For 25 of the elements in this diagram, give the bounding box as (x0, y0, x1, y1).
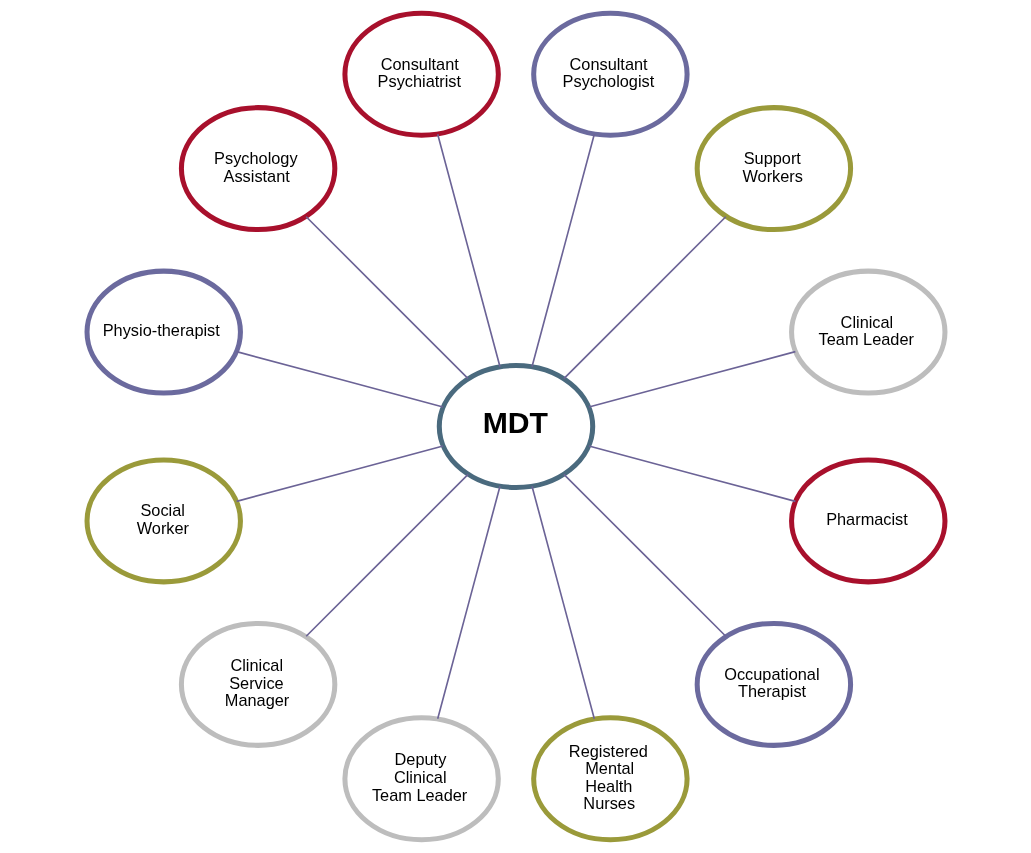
node-ellipse: Deputy Clinical Team Leader (341, 715, 501, 843)
connector (562, 215, 727, 380)
node-ellipse: Social Worker (84, 457, 243, 585)
connector (304, 215, 469, 380)
node-ellipse: MDT (436, 363, 595, 490)
connector (436, 133, 501, 368)
connector (304, 473, 469, 638)
connector (235, 350, 444, 408)
node-ellipse: Occupational Therapist (694, 620, 853, 748)
node-ellipse: Psychology Assistant (178, 105, 337, 233)
connector (587, 445, 796, 503)
connector (562, 473, 727, 638)
connector (530, 485, 595, 720)
node-ellipse: Pharmacist (788, 457, 947, 585)
node-ellipse: Clinical Team Leader (788, 268, 947, 396)
node-ellipse: Consultant Psychiatrist (341, 10, 501, 138)
node-ellipse: Clinical Service Manager (178, 620, 337, 748)
node-ellipse: Support Workers (694, 105, 853, 233)
node-ellipse: Physio-therapist (84, 268, 243, 396)
node-ellipse: Consultant Psychologist (530, 10, 690, 138)
connector (235, 445, 444, 503)
node-ellipse: Registered Mental Health Nurses (530, 715, 690, 843)
connector (587, 350, 796, 408)
connector (530, 133, 595, 368)
connector (436, 485, 501, 720)
